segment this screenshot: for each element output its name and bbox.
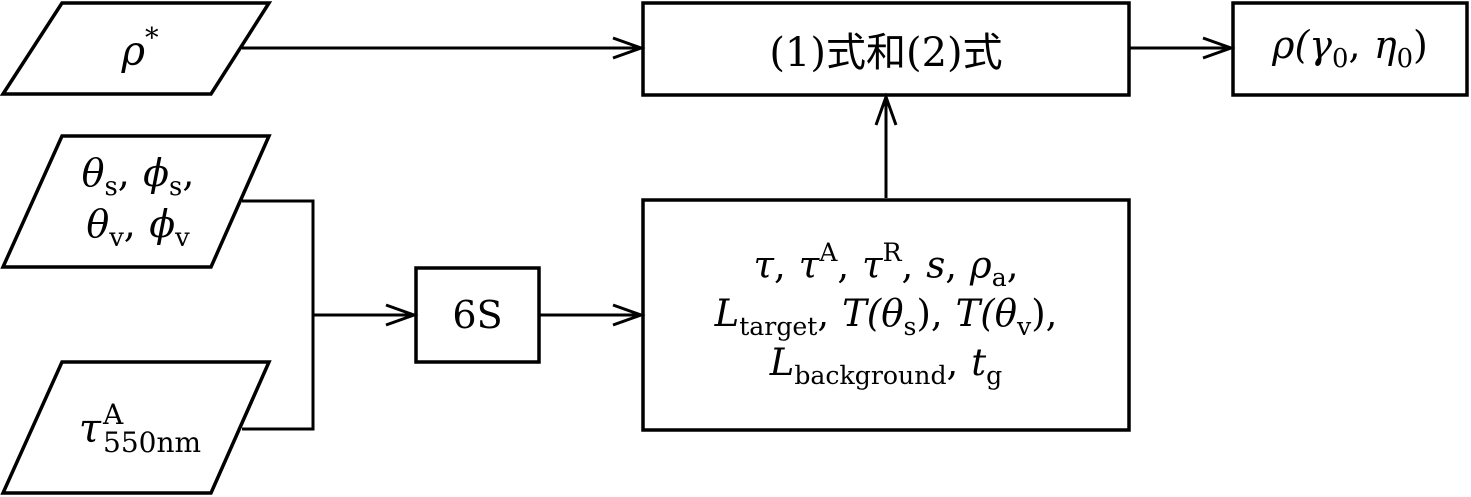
edge-merge-to-sixs bbox=[313, 303, 419, 327]
input-rho-star-label: ρ* bbox=[40, 3, 240, 94]
edge-params-to-equations bbox=[874, 92, 898, 198]
sub-g: g bbox=[986, 360, 1003, 390]
l-background: L bbox=[769, 341, 795, 385]
sub-a: a bbox=[991, 263, 1007, 293]
theta-symbol: θ bbox=[86, 201, 110, 246]
input-rho-star-shape bbox=[0, 1, 273, 96]
sub-target: target bbox=[739, 312, 818, 342]
sup-a: A bbox=[819, 238, 838, 268]
edge-rho-to-equations bbox=[242, 36, 646, 60]
theta-sub: s bbox=[104, 171, 118, 202]
t-gas: t bbox=[971, 341, 987, 385]
asterisk-superscript: * bbox=[144, 22, 159, 54]
equations-box: (1)式和(2)式 bbox=[643, 3, 1129, 95]
tau-rayleigh: τ bbox=[862, 243, 883, 287]
theta-sub: v bbox=[109, 222, 124, 253]
sixs-label: 6S bbox=[452, 293, 503, 337]
rho-symbol: ρ bbox=[121, 28, 145, 75]
s-albedo: s bbox=[926, 243, 946, 287]
input-angles-label: θs,ϕs, θv,ϕv bbox=[81, 150, 195, 253]
input-tau550-shape bbox=[0, 360, 272, 495]
theta-symbol: θ bbox=[81, 150, 105, 195]
params-box-shape bbox=[641, 198, 1131, 432]
output-box: ρ(γ0,η0) bbox=[1272, 22, 1428, 74]
phi-sub: v bbox=[175, 222, 190, 253]
t-theta-v: T(θ bbox=[955, 292, 1017, 336]
l-target: L bbox=[714, 292, 740, 336]
rho-output: ρ( bbox=[1272, 22, 1310, 67]
edge-sixs-to-params bbox=[539, 303, 646, 327]
params-line-3: Lbackground,tg bbox=[769, 341, 1003, 390]
eta-symbol: η bbox=[1373, 22, 1397, 67]
tau-subscript: 550nm bbox=[103, 425, 202, 459]
sup-r: R bbox=[882, 238, 902, 268]
tau-aerosol: τ bbox=[798, 243, 820, 287]
close-paren: ) bbox=[1413, 22, 1428, 67]
phi-symbol: ϕ bbox=[149, 201, 176, 246]
rho-a: ρ bbox=[969, 243, 992, 287]
output-box-shape bbox=[1231, 1, 1469, 97]
edge-equations-to-output bbox=[1129, 36, 1236, 60]
params-box: τ,τA,τR,s,ρa, Ltarget,T(θs),T(θv), Lback… bbox=[643, 200, 1129, 430]
sub-background: background bbox=[794, 360, 947, 390]
eta-sub: 0 bbox=[1396, 43, 1414, 74]
input-angles-shape bbox=[0, 134, 272, 269]
params-line-2: Ltarget,T(θs),T(θv), bbox=[714, 292, 1058, 342]
phi-sub: s bbox=[169, 171, 183, 202]
input-tau550-label: τ A 550nm bbox=[40, 366, 240, 491]
gamma-sub: 0 bbox=[1332, 43, 1349, 74]
equations-label: (1)式和(2)式 bbox=[769, 30, 1003, 76]
phi-symbol: ϕ bbox=[143, 150, 170, 195]
gamma-symbol: γ bbox=[1309, 22, 1332, 67]
sub-s: s bbox=[903, 312, 917, 342]
params-line-1: τ,τA,τR,s,ρa, bbox=[753, 238, 1019, 293]
tau-superscript: A bbox=[103, 397, 124, 431]
tau-symbol: τ bbox=[78, 405, 102, 452]
sixs-box: 6S bbox=[416, 268, 539, 362]
t-theta-s: T(θ bbox=[842, 292, 904, 336]
tau: τ bbox=[753, 243, 775, 287]
sub-v: v bbox=[1016, 312, 1032, 342]
